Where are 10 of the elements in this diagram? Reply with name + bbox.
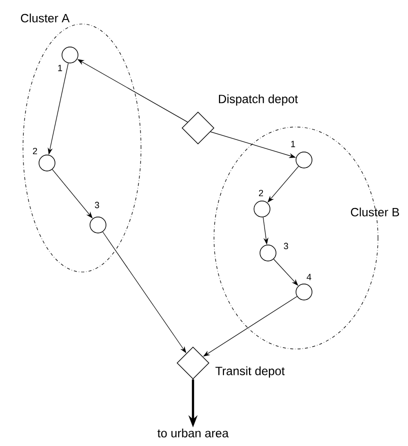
node-label: 4	[306, 274, 312, 280]
node-label: 3	[284, 242, 288, 250]
node-label: 2	[258, 190, 264, 196]
node-label: 1	[58, 64, 62, 72]
node-label: Dispatch depot	[218, 94, 298, 106]
destination-label: to urban area	[158, 428, 229, 438]
node-label: 1	[291, 140, 296, 148]
node-label: Transit depot	[215, 366, 285, 378]
node-label: 2	[32, 148, 38, 154]
node-label: 3	[94, 202, 100, 208]
